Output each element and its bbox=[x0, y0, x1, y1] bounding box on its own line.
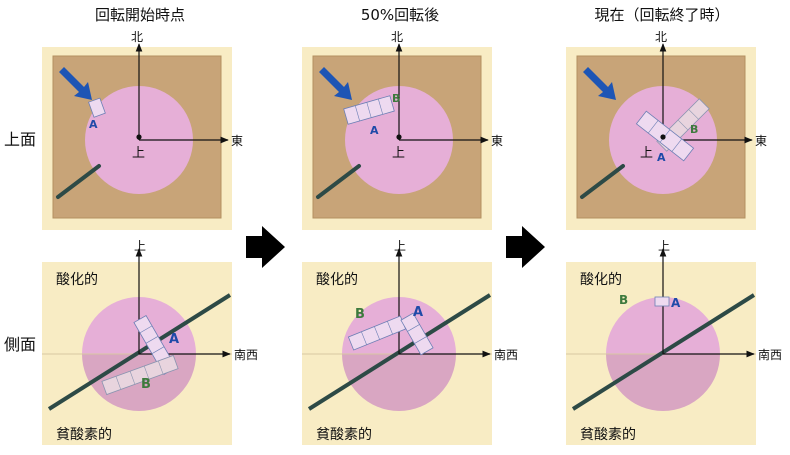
center-up-label: 上 bbox=[392, 146, 405, 161]
center-dot bbox=[136, 134, 142, 140]
reducing-label: 貧酸素的 bbox=[580, 427, 636, 443]
reducing-label: 貧酸素的 bbox=[316, 427, 372, 443]
marker-b: B bbox=[690, 123, 698, 136]
reducing-label: 貧酸素的 bbox=[56, 427, 112, 443]
center-up-label: 上 bbox=[640, 146, 653, 161]
marker-a: A bbox=[169, 332, 179, 347]
marker-b: B bbox=[392, 92, 400, 105]
up-label: 上 bbox=[394, 239, 406, 253]
side-view-start: 上 南西 酸化的 貧酸素的 A B bbox=[42, 239, 258, 445]
axis-stub bbox=[316, 164, 361, 199]
east-label: 東 bbox=[491, 134, 503, 148]
sun-arrow bbox=[59, 67, 92, 100]
oxidizing-label: 酸化的 bbox=[56, 272, 98, 288]
marker-a: A bbox=[370, 124, 379, 137]
oxidizing-label: 酸化的 bbox=[316, 272, 358, 288]
step-arrow-1 bbox=[246, 226, 285, 268]
strip-a bbox=[343, 95, 395, 125]
top-view-half: 北 東 上 A B bbox=[302, 30, 503, 230]
strip-a bbox=[88, 97, 106, 118]
strip-b bbox=[101, 354, 179, 396]
side-view-now: 上 南西 酸化的 貧酸素的 A B bbox=[566, 239, 782, 445]
strip-a bbox=[654, 296, 670, 307]
header-now: 現在（回転終了時） bbox=[594, 6, 729, 24]
east-label: 東 bbox=[231, 134, 243, 148]
marker-a: A bbox=[413, 305, 423, 320]
center-dot bbox=[660, 134, 666, 140]
header-half: 50%回転後 bbox=[361, 6, 439, 24]
up-label: 上 bbox=[134, 239, 146, 253]
sun-arrow bbox=[319, 67, 352, 100]
southwest-label: 南西 bbox=[758, 347, 782, 362]
top-view-now: 北 東 上 A B bbox=[566, 30, 767, 230]
sun-arrow bbox=[583, 67, 616, 100]
oxidizing-label: 酸化的 bbox=[580, 272, 622, 288]
north-label: 北 bbox=[131, 30, 143, 44]
marker-b: B bbox=[141, 377, 151, 392]
marker-a: A bbox=[89, 118, 98, 131]
row-label-side: 側面 bbox=[4, 335, 36, 354]
axis-stub bbox=[580, 164, 625, 199]
strip-a bbox=[400, 312, 434, 356]
center-dot bbox=[396, 134, 402, 140]
marker-b: B bbox=[355, 307, 365, 322]
row-label-top: 上面 bbox=[4, 130, 36, 149]
step-arrow-2 bbox=[506, 226, 545, 268]
marker-a: A bbox=[671, 296, 681, 310]
marker-b: B bbox=[619, 293, 628, 307]
axis-stub bbox=[56, 164, 101, 199]
north-label: 北 bbox=[655, 30, 667, 44]
southwest-label: 南西 bbox=[494, 347, 518, 362]
marker-a: A bbox=[657, 151, 666, 164]
top-view-start: 北 東 上 A bbox=[42, 30, 243, 230]
side-view-half: 上 南西 酸化的 貧酸素的 A B bbox=[302, 239, 518, 445]
east-label: 東 bbox=[755, 134, 767, 148]
southwest-label: 南西 bbox=[234, 347, 258, 362]
center-up-label: 上 bbox=[132, 146, 145, 161]
header-start: 回転開始時点 bbox=[95, 6, 185, 24]
north-label: 北 bbox=[391, 30, 403, 44]
up-label: 上 bbox=[658, 239, 670, 253]
